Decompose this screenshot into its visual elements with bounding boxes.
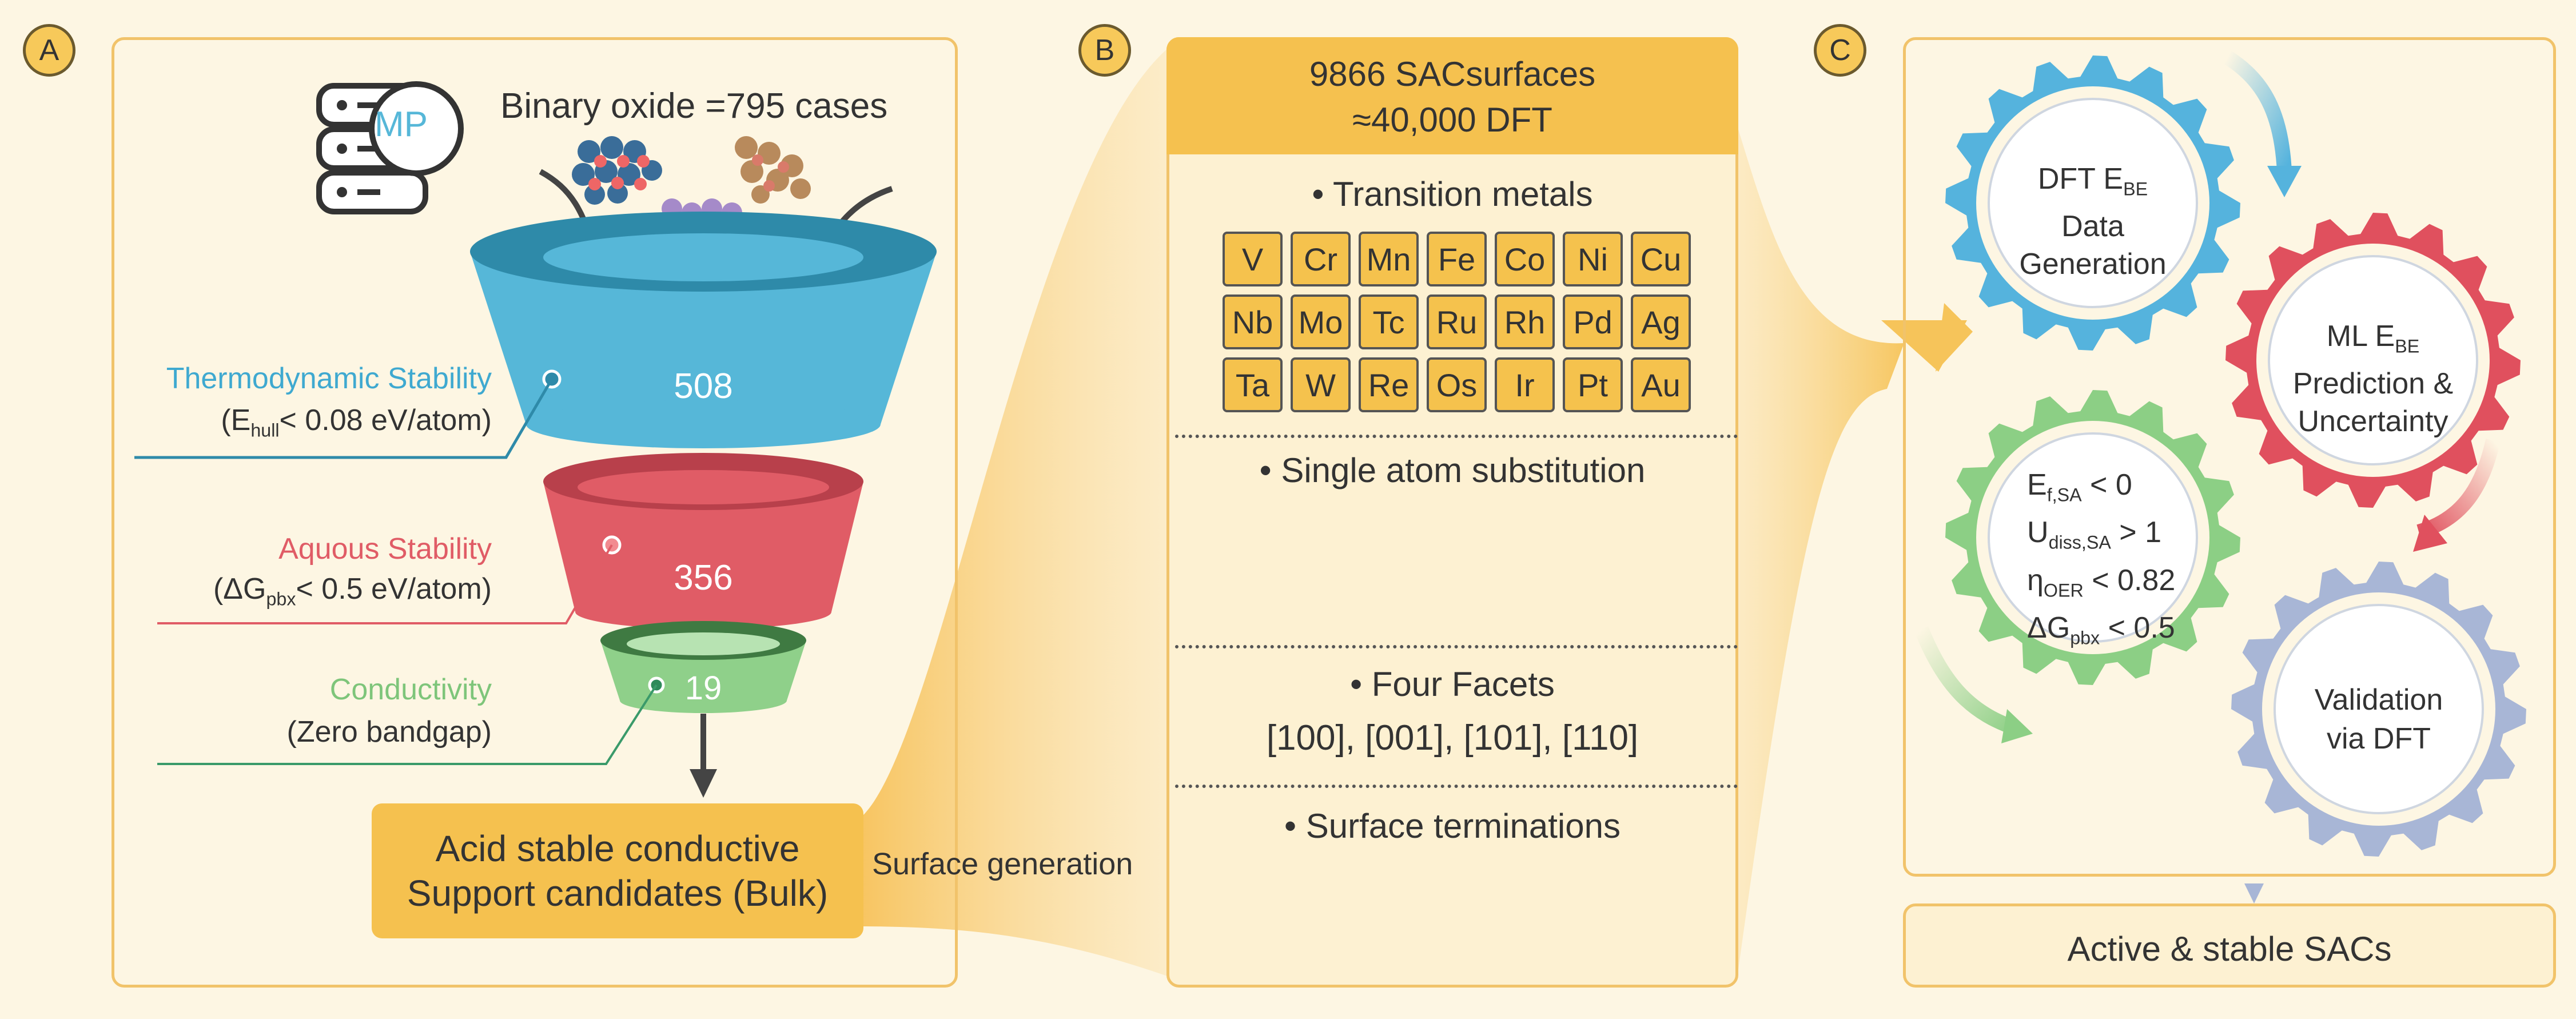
database-label: MP	[375, 105, 428, 144]
result-box: Acid stable conductive Support candidate…	[372, 803, 863, 938]
thermo-title: Thermodynamic Stability	[166, 362, 492, 395]
result-line-1: Acid stable conductive	[435, 828, 800, 869]
panel-a	[112, 37, 958, 988]
element-tile: Ta	[1223, 357, 1283, 412]
criterion-row: Udiss,SA > 1	[2027, 516, 2162, 553]
funnel-count-aqueous: 356	[674, 558, 733, 598]
element-tile: Rh	[1495, 294, 1555, 349]
element-tile: Cr	[1291, 232, 1351, 286]
element-tile: W	[1291, 357, 1351, 412]
surface-generation-label: Surface generation	[872, 847, 1133, 881]
element-tile: Ni	[1563, 232, 1623, 286]
divider-3	[1175, 785, 1738, 788]
cycle-arrow-1	[2223, 50, 2292, 172]
flow-ribbon-b-to-c	[1737, 126, 1904, 978]
thermo-criterion: (Ehull< 0.08 eV/atom)	[221, 404, 492, 441]
panel-b-badge: B	[1078, 24, 1131, 77]
element-tile: Mo	[1291, 294, 1351, 349]
aqueous-criterion: (ΔGpbx< 0.5 eV/atom)	[213, 572, 492, 610]
callout-conductivity	[157, 676, 665, 765]
panel-c	[1903, 37, 2556, 877]
database-icon	[316, 81, 464, 214]
divider-1	[1175, 435, 1738, 438]
element-tile: V	[1223, 232, 1283, 286]
callout-aqueous	[157, 535, 622, 624]
element-tile: Re	[1359, 357, 1419, 412]
gears	[1945, 55, 2526, 857]
gear-ml	[2225, 213, 2521, 508]
cycle-arrow-3	[1914, 626, 2021, 737]
substitution-title: • Single atom substitution	[1259, 451, 1646, 489]
element-tile: Ru	[1427, 294, 1487, 349]
element-tile: Ag	[1631, 294, 1691, 349]
final-result-label: Active & stable SACs	[2067, 930, 2392, 968]
criterion-row: ηOER < 0.82	[2027, 563, 2176, 600]
facets-title: • Four Facets	[1350, 665, 1555, 703]
element-tile: Fe	[1427, 232, 1487, 286]
funnel-count-thermo: 508	[674, 367, 733, 406]
element-tile: Mn	[1359, 232, 1419, 286]
gear-validation-label: Validation via DFT	[2314, 683, 2443, 755]
element-tile: Co	[1495, 232, 1555, 286]
gear-validation	[2231, 562, 2526, 857]
flow-arrowhead	[1881, 320, 1967, 372]
gear-dft	[1945, 55, 2240, 351]
conductivity-criterion: (Zero bandgap)	[286, 715, 492, 749]
divider-2	[1175, 645, 1738, 648]
gear-criteria	[1945, 390, 2240, 685]
element-tile: Nb	[1223, 294, 1283, 349]
callout-thermo	[134, 369, 562, 459]
element-tile: Cu	[1631, 232, 1691, 286]
element-tile: Pd	[1563, 294, 1623, 349]
funnel-count-conductivity: 19	[684, 670, 722, 707]
gear-dft-label: DFT EBE Data Generation	[2019, 162, 2167, 281]
criterion-row: Ef,SA < 0	[2027, 468, 2132, 505]
dft-count: ≈40,000 DFT	[1352, 101, 1552, 139]
panel-b-header: 9866 SACsurfaces ≈40,000 DFT	[1166, 37, 1738, 154]
aqueous-title: Aquous Stability	[278, 532, 492, 566]
gear-ml-label: ML EBE Prediction & Uncertainty	[2292, 320, 2454, 439]
element-tile: Os	[1427, 357, 1487, 412]
element-tile: Tc	[1359, 294, 1419, 349]
element-tile: Pt	[1563, 357, 1623, 412]
panel-c-badge: C	[1814, 24, 1866, 77]
final-result-box: Active & stable SACs	[1903, 903, 2556, 988]
result-line-2: Support candidates (Bulk)	[407, 873, 829, 914]
transition-metals-title: • Transition metals	[1312, 175, 1593, 213]
criterion-row: ΔGpbx < 0.5	[2027, 611, 2175, 648]
panel-b	[1166, 37, 1738, 988]
conductivity-title: Conductivity	[329, 673, 492, 706]
element-tile: Au	[1631, 357, 1691, 412]
terminations-title: • Surface terminations	[1284, 807, 1621, 845]
binary-oxide-label: Binary oxide =795 cases	[500, 86, 888, 126]
sac-surfaces-count: 9866 SACsurfaces	[1309, 55, 1596, 93]
facets-values: [100], [001], [101], [110]	[1266, 718, 1639, 758]
funnel-tier-thermo	[470, 252, 937, 424]
flow-ribbon-a-to-b	[861, 45, 1172, 978]
panel-a-badge: A	[23, 24, 75, 77]
funnel-tier-aqueous	[543, 481, 863, 612]
element-tile: Ir	[1495, 357, 1555, 412]
